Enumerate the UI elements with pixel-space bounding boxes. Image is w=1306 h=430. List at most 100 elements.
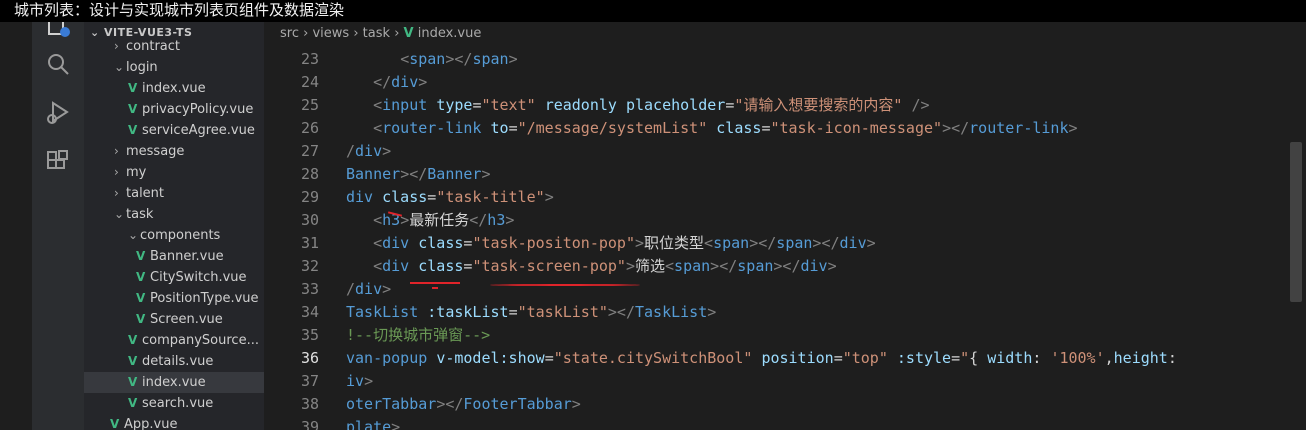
- explorer-title: ⌄ VITE-VUE3-TS: [90, 26, 192, 39]
- code-token: [346, 211, 373, 229]
- code-line[interactable]: 24 </div>: [264, 71, 1306, 94]
- chevron-down-icon[interactable]: ⌄: [90, 26, 105, 39]
- line-number: 34: [300, 303, 319, 321]
- code-token: >: [827, 257, 837, 275]
- chevron-right-icon: ›: [114, 39, 119, 53]
- tree-item-label: index.vue: [142, 81, 206, 96]
- line-number: 28: [300, 165, 319, 183]
- code-token: 筛选: [635, 257, 666, 275]
- search-icon[interactable]: [44, 50, 72, 78]
- code-token: [346, 119, 373, 137]
- code-token: :taskList: [427, 303, 509, 321]
- code-token: [409, 234, 418, 252]
- code-token: >: [382, 280, 392, 298]
- code-token: >: [400, 211, 410, 229]
- tree-item-label: search.vue: [142, 396, 214, 411]
- vue-file-icon: V: [128, 375, 138, 389]
- code-token: ></: [445, 50, 473, 68]
- code-line[interactable]: 31 <div class="task-positon-pop">职位类型<sp…: [264, 232, 1306, 255]
- code-token: placeholder: [625, 96, 726, 114]
- code-token: ></: [942, 119, 970, 137]
- vue-file-icon: V: [128, 123, 138, 137]
- folder-item[interactable]: › contract: [84, 36, 264, 57]
- tree-item-label: my: [126, 165, 147, 180]
- code-line[interactable]: 27/div>: [264, 140, 1306, 163]
- code-token: </: [469, 211, 488, 229]
- editor-scrollbar[interactable]: [1290, 142, 1302, 302]
- code-line[interactable]: 33/div>: [264, 278, 1306, 301]
- code-token: div: [382, 234, 410, 252]
- code-line[interactable]: 32 <div class="task-screen-pop">筛选<span>…: [264, 255, 1306, 278]
- tree-item-label: index.vue: [142, 375, 206, 390]
- code-token: :style: [896, 349, 952, 367]
- code-token: position: [761, 349, 834, 367]
- folder-item[interactable]: ›talent: [84, 183, 264, 204]
- line-number: 24: [300, 73, 319, 91]
- extensions-icon[interactable]: [44, 148, 72, 176]
- breadcrumb-file[interactable]: index.vue: [417, 26, 482, 41]
- run-debug-icon[interactable]: [44, 98, 72, 126]
- code-token: >: [635, 234, 645, 252]
- breadcrumb-src[interactable]: src: [280, 26, 299, 41]
- folder-item[interactable]: ⌄components: [84, 225, 264, 246]
- tree-item-label: contract: [126, 39, 180, 54]
- tree-item-label: App.vue: [124, 417, 178, 430]
- code-token: [427, 96, 436, 114]
- code-token: [617, 96, 626, 114]
- code-token: ></: [607, 303, 635, 321]
- vue-file-icon: V: [128, 102, 138, 116]
- code-token: ></: [436, 395, 464, 413]
- folder-item[interactable]: ›my: [84, 162, 264, 183]
- code-editor[interactable]: src › views › task › V index.vue 23 <spa…: [264, 22, 1306, 430]
- code-token: plate: [346, 418, 392, 430]
- line-number: 30: [300, 211, 319, 229]
- folder-item[interactable]: ›message: [84, 141, 264, 162]
- code-token: class: [418, 234, 464, 252]
- breadcrumb-views[interactable]: views: [312, 26, 350, 41]
- code-line[interactable]: 25 <input type="text" readonly placehold…: [264, 94, 1306, 117]
- tree-item-label: Banner.vue: [150, 249, 224, 264]
- code-token: van-popup: [346, 349, 428, 367]
- code-token: div: [800, 257, 828, 275]
- code-token: v-model:show: [436, 349, 545, 367]
- code-line[interactable]: 26 <router-link to="/message/systemList"…: [264, 117, 1306, 140]
- code-line[interactable]: 35!--切换城市弹窗-->: [264, 324, 1306, 347]
- code-lines[interactable]: 23 <span></span>24 </div>25 <input type=…: [264, 48, 1306, 430]
- code-token: >: [866, 234, 876, 252]
- code-line[interactable]: 30 <h3>最新任务</h3>: [264, 209, 1306, 232]
- code-token: [707, 119, 716, 137]
- vue-file-icon: V: [128, 396, 138, 410]
- line-number: 27: [300, 142, 319, 160]
- code-line[interactable]: 23 <span></span>: [264, 48, 1306, 71]
- code-token: 最新任务: [409, 211, 470, 229]
- code-token: input: [382, 96, 428, 114]
- folder-item[interactable]: ⌄task: [84, 204, 264, 225]
- line-number: 29: [300, 188, 319, 206]
- code-token: >: [364, 372, 374, 390]
- line-number: 25: [300, 96, 319, 114]
- folder-item[interactable]: ⌄login: [84, 57, 264, 78]
- code-token: [481, 119, 490, 137]
- breadcrumb-task[interactable]: task: [362, 26, 391, 41]
- code-token: =: [508, 119, 518, 137]
